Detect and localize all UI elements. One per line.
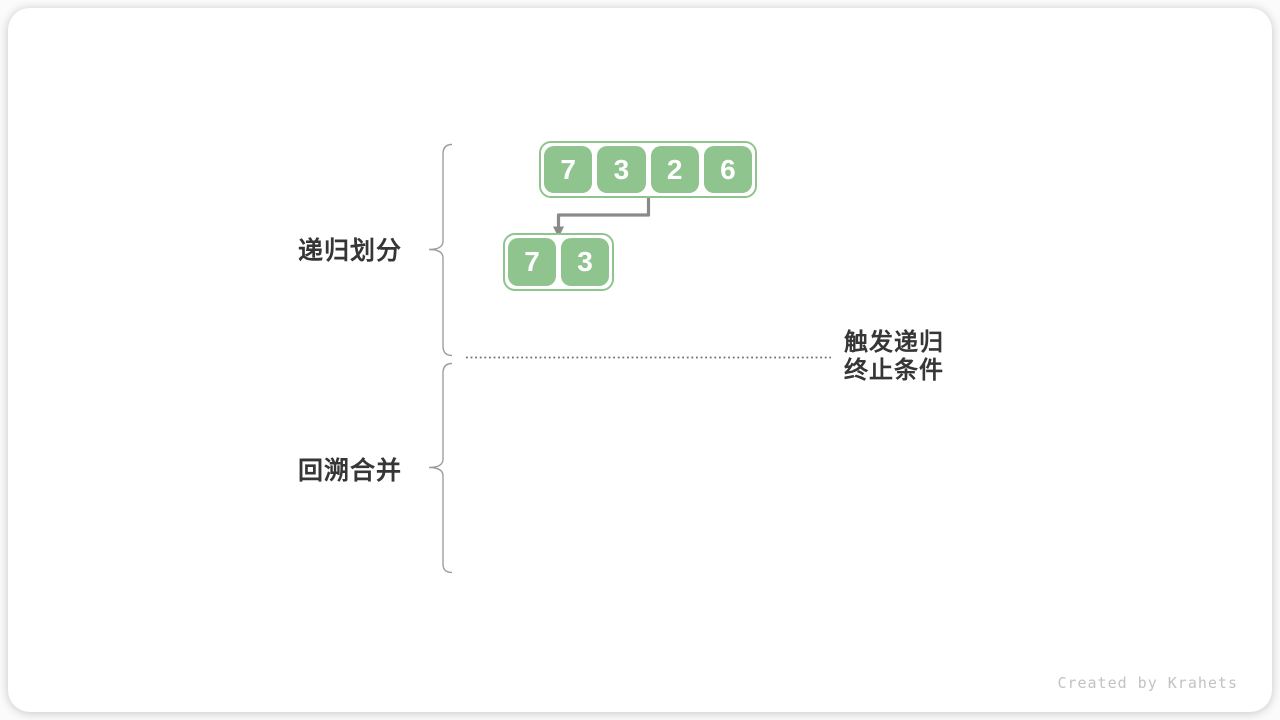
array-cell: 3 xyxy=(561,238,609,286)
array-cell: 7 xyxy=(508,238,556,286)
recursive-divide-label: 递归划分 xyxy=(298,237,403,265)
termination-condition-label: 触发递归 终止条件 xyxy=(844,329,944,385)
array-cell: 2 xyxy=(650,146,699,193)
termination-condition-line1: 触发递归 xyxy=(844,329,944,356)
backtrack-merge-label: 回溯合并 xyxy=(298,457,403,485)
watermark: Created by Krahets xyxy=(1057,674,1238,692)
canvas-card xyxy=(8,8,1272,712)
array-cell: 6 xyxy=(703,146,752,193)
array-cell: 7 xyxy=(544,146,593,193)
array-cell: 3 xyxy=(597,146,646,193)
termination-condition-line2: 终止条件 xyxy=(844,357,944,384)
